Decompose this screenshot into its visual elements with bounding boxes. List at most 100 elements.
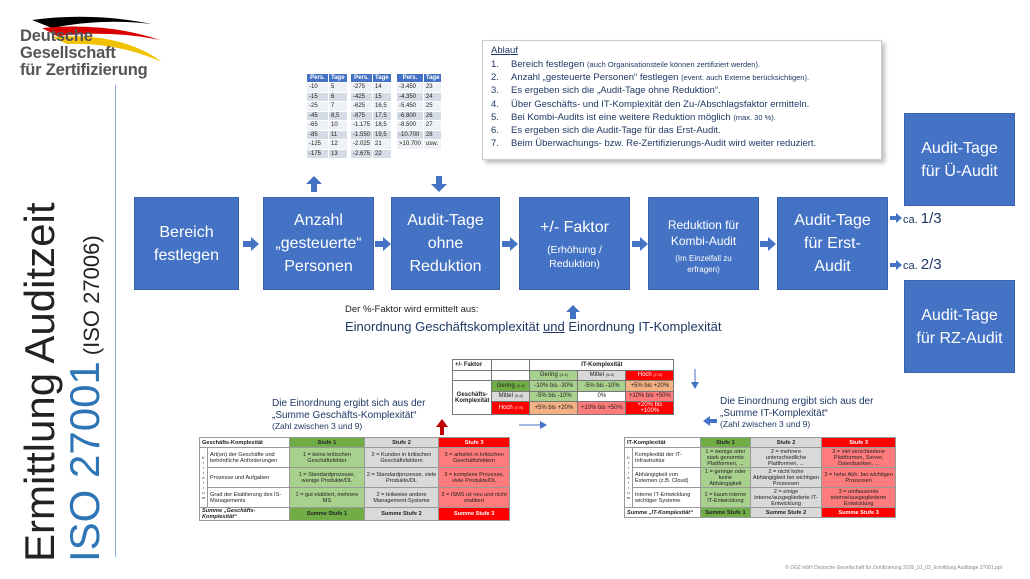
right-note-line-2: „Summe IT-Komplexität“ bbox=[720, 407, 828, 419]
complexity-cell: 3 = ISMS ist neu und nicht etabliert bbox=[438, 487, 510, 508]
complexity-sum-cell: Summe „Geschäfts-Komplexität“ bbox=[199, 507, 290, 521]
pers-cell: -6.800 bbox=[396, 110, 424, 121]
complexity-cell: Grad der Etablierung des IS-Managements bbox=[207, 487, 290, 508]
right-arrow-icon bbox=[375, 237, 391, 251]
days-cell: 14 bbox=[372, 82, 392, 93]
complexity-head-cell: IT-Komplexität bbox=[624, 437, 701, 448]
right-arrow-icon bbox=[760, 237, 776, 251]
up-arrow-icon bbox=[436, 419, 448, 435]
factor-text-und: und bbox=[543, 319, 565, 334]
factor-text-line-2a: Einordnung Geschäftskomplexität bbox=[345, 319, 543, 334]
ablauf-item-text: Bei Kombi-Audits ist eine weitere Redukt… bbox=[511, 111, 734, 123]
pers-cell: -1.175 bbox=[349, 120, 374, 131]
complexity-cell: 3 = umfassende interne/ausgegliederte En… bbox=[821, 487, 896, 508]
days-cell: 8,5 bbox=[328, 110, 348, 121]
box-anzahl-line-1: Anzahl bbox=[294, 212, 343, 229]
right-arrow-icon bbox=[890, 260, 902, 270]
up-arrow-icon bbox=[306, 176, 322, 192]
factor-cell: -10% bis -30% bbox=[529, 380, 579, 392]
complexity-sum-cell: Summe „IT-Komplexität“ bbox=[624, 507, 701, 518]
ablauf-item-number: 4. bbox=[491, 98, 499, 110]
box-anzahl-line-2: „gesteuerte“ bbox=[275, 235, 362, 252]
right-arrow-icon bbox=[243, 237, 259, 251]
factor-cell: +5% bis +20% bbox=[529, 401, 579, 415]
box-rz-audit: Audit-Tage für RZ-Audit bbox=[904, 280, 1015, 373]
days-cell: 25 bbox=[422, 101, 443, 112]
complexity-head-cell: Stufe 2 bbox=[363, 437, 440, 448]
pers-cell: -25 bbox=[306, 101, 329, 112]
complexity-cell: 2 = Kunden in kritischen Geschäftsfelder… bbox=[363, 447, 440, 468]
ablauf-item-number: 7. bbox=[491, 138, 499, 150]
box-ue-audit: Audit-Tage für Ü-Audit bbox=[904, 113, 1015, 206]
days-cell: 19,5 bbox=[372, 129, 392, 140]
factor-text-line-2: Einordnung Geschäftskomplexität und Eino… bbox=[345, 319, 722, 334]
ablauf-item-text: Beim Überwachungs- bzw. Re-Zertifizierun… bbox=[511, 138, 817, 150]
footer-copyright: © DGZ mbH Deutsche Gesellschaft für Zert… bbox=[785, 565, 1002, 571]
complexity-cell: 1 = wenige oder stark genormte Plattform… bbox=[700, 447, 751, 468]
up-arrow-icon bbox=[566, 305, 580, 319]
complexity-sum-cell: Summe Stufe 2 bbox=[749, 507, 823, 518]
complexity-head-cell: Stufe 1 bbox=[289, 437, 365, 448]
days-cell: 23 bbox=[422, 82, 443, 93]
days-header: Tage bbox=[328, 73, 348, 83]
left-arrow-icon bbox=[703, 416, 717, 426]
box-faktor-title: +/- Faktor bbox=[540, 219, 609, 236]
complexity-cell: 3 = arbeitet in kritischen Geschäftsfeld… bbox=[438, 447, 510, 468]
pers-header: Pers. bbox=[306, 73, 329, 83]
ablauf-item-number: 2. bbox=[491, 72, 499, 84]
ablauf-item: 2.Anzahl „gesteuerte Personen“ festlegen… bbox=[491, 71, 873, 84]
days-cell: 10 bbox=[328, 120, 348, 131]
right-note-line-1: Die Einordnung ergibt sich aus der bbox=[720, 396, 874, 407]
logo-line-3: für Zertifizierung bbox=[20, 61, 148, 79]
complexity-head-cell: Geschäfts-Komplexität bbox=[199, 437, 290, 448]
box-bereich: Bereich festlegen bbox=[134, 197, 239, 290]
right-arrow-icon bbox=[632, 237, 648, 251]
ablauf-item-number: 1. bbox=[491, 59, 499, 70]
factor-cell: +10% bis +50% bbox=[577, 401, 627, 415]
complexity-cell: Interne IT-Entwicklung wichtiger Systeme bbox=[632, 487, 701, 508]
complexity-cell: 1 = kaum interne IT-Entwicklung bbox=[700, 487, 751, 508]
right-note-line-3: (Zahl zwischen 3 und 9) bbox=[720, 419, 811, 429]
pers-cell: -8.500 bbox=[396, 120, 424, 131]
days-cell: 22 bbox=[372, 148, 392, 159]
pers-cell: -3.450 bbox=[396, 82, 424, 93]
ca-one-third-prefix: ca. bbox=[903, 214, 921, 226]
pers-cell: -1.550 bbox=[349, 129, 374, 140]
days-cell: 18,5 bbox=[372, 120, 392, 131]
box-anzahl: Anzahl „gesteuerte“ Personen bbox=[263, 197, 374, 290]
ablauf-box: Ablauf 1.Bereich festlegen (auch Organis… bbox=[482, 40, 882, 160]
factor-row-mittel: Mittel (5-6) bbox=[491, 390, 531, 402]
factor-row-gering: Gering (3-4) bbox=[491, 380, 531, 392]
factor-corner: +/- Faktor bbox=[451, 359, 493, 371]
pers-cell: -125 bbox=[306, 139, 329, 150]
complexity-cell: Komplexität der IT-Infrastruktur bbox=[632, 447, 701, 468]
logo-line-1: Deutsche bbox=[20, 27, 93, 45]
box-faktor: +/- Faktor (Erhöhung / Reduktion) bbox=[519, 197, 630, 290]
box-audittage-ohne-label: Audit-Tage ohne Reduktion bbox=[407, 212, 484, 275]
criterion-side-label: Kriterium bbox=[199, 447, 208, 508]
factor-cell: +20% bis +100% bbox=[625, 401, 675, 415]
ca-one-third: ca. 1/3 bbox=[903, 210, 942, 227]
box-ue-audit-label: Audit-Tage für Ü-Audit bbox=[921, 139, 998, 180]
box-erst-audit: Audit-Tage für Erst-Audit bbox=[777, 197, 888, 290]
days-cell: 26 bbox=[422, 110, 443, 121]
pers-cell: -10 bbox=[306, 82, 329, 93]
complexity-cell: 2 = nicht hohe Abhängigkeit bei wichtige… bbox=[749, 467, 823, 488]
complexity-cell: 1 = keine kritischen Geschäftsfelder bbox=[289, 447, 365, 468]
ablauf-item-text: Es ergeben sich die Audit-Tage für das E… bbox=[511, 125, 721, 137]
pers-header: Pers. bbox=[349, 73, 374, 83]
complexity-cell: 3 = komplexe Prozesse, viele Produkte/DL bbox=[438, 467, 510, 488]
